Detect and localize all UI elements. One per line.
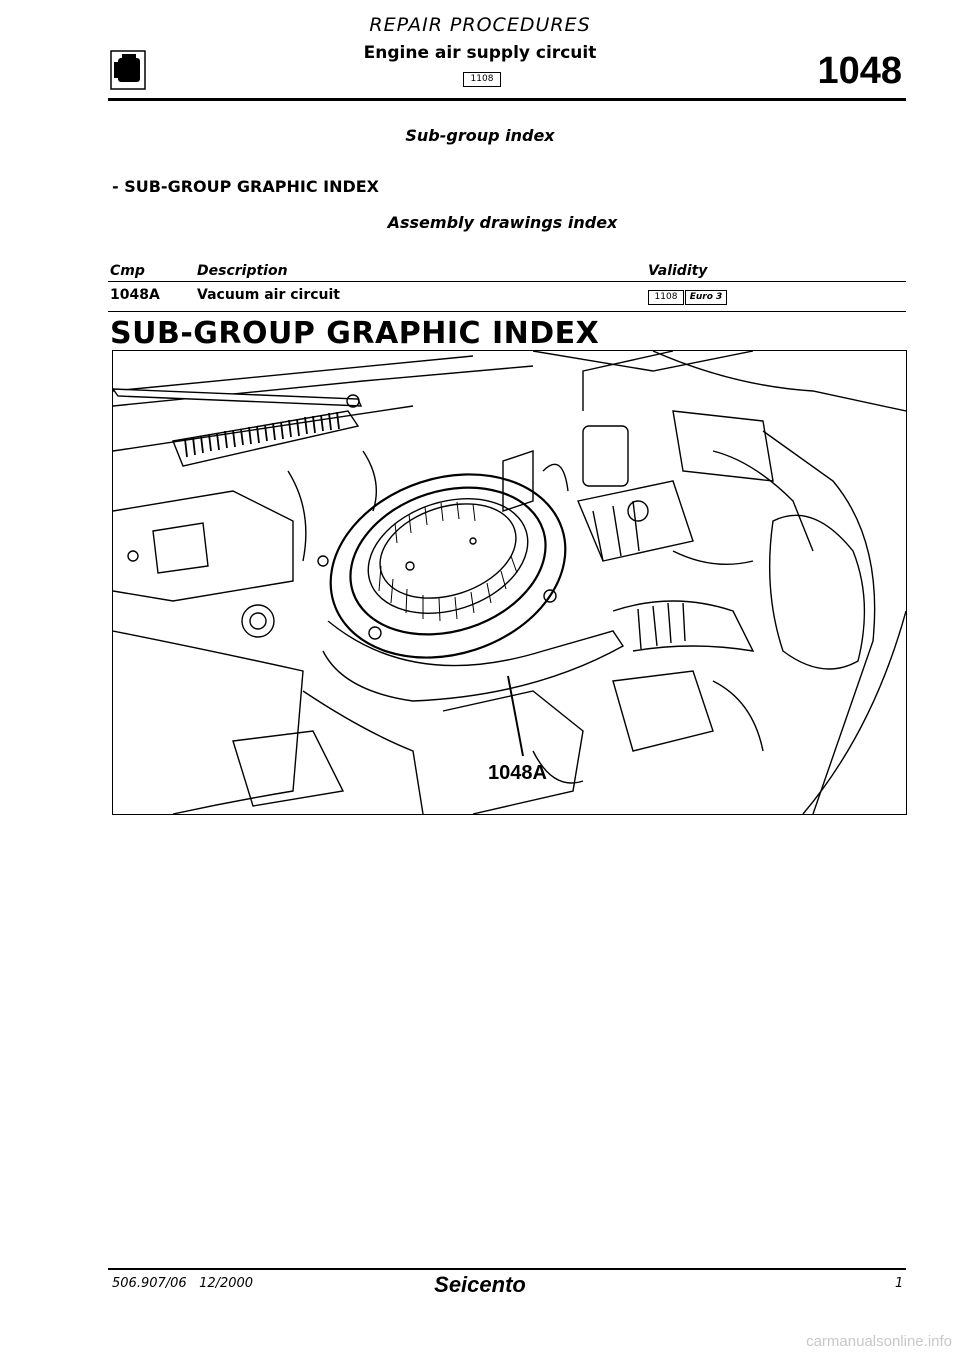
col-header-description: Description [197,263,288,279]
graphic-index-heading: SUB-GROUP GRAPHIC INDEX [110,316,600,351]
figure-callout-label: 1048A [488,762,547,784]
site-watermark: carmanualsonline.info [806,1333,952,1350]
header-subtitle: Engine air supply circuit [363,43,597,63]
engine-bay-illustration: 1048A [112,350,907,815]
sub-group-graphic-index-link: - SUB-GROUP GRAPHIC INDEX [112,177,380,196]
engine-bay-drawing: 1048A [113,351,906,814]
footer-divider [108,1268,906,1270]
engine-logo-icon [110,50,146,90]
assembly-drawings-index-heading: Assembly drawings index [387,213,618,232]
sub-group-index-heading: Sub-group index [405,126,555,145]
table-bottom-divider [108,311,906,312]
validity-badge-code: 1108 [648,290,684,305]
table-cell-cmp: 1048A [110,287,160,303]
validity-badge-euro: Euro 3 [685,290,727,305]
header-divider [108,98,906,101]
header-code-badge: 1108 [463,72,501,87]
footer-page-number: 1 [895,1276,904,1291]
table-cell-description: Vacuum air circuit [197,287,340,303]
col-header-validity: Validity [648,263,708,279]
table-divider [108,281,906,282]
col-header-cmp: Cmp [110,263,145,279]
section-number: 1048 [817,50,902,92]
footer-doc-ref: 506.907/06 12/2000 [112,1276,254,1291]
header-title: REPAIR PROCEDURES [369,14,591,36]
footer-model-name: Seicento [434,1272,526,1297]
